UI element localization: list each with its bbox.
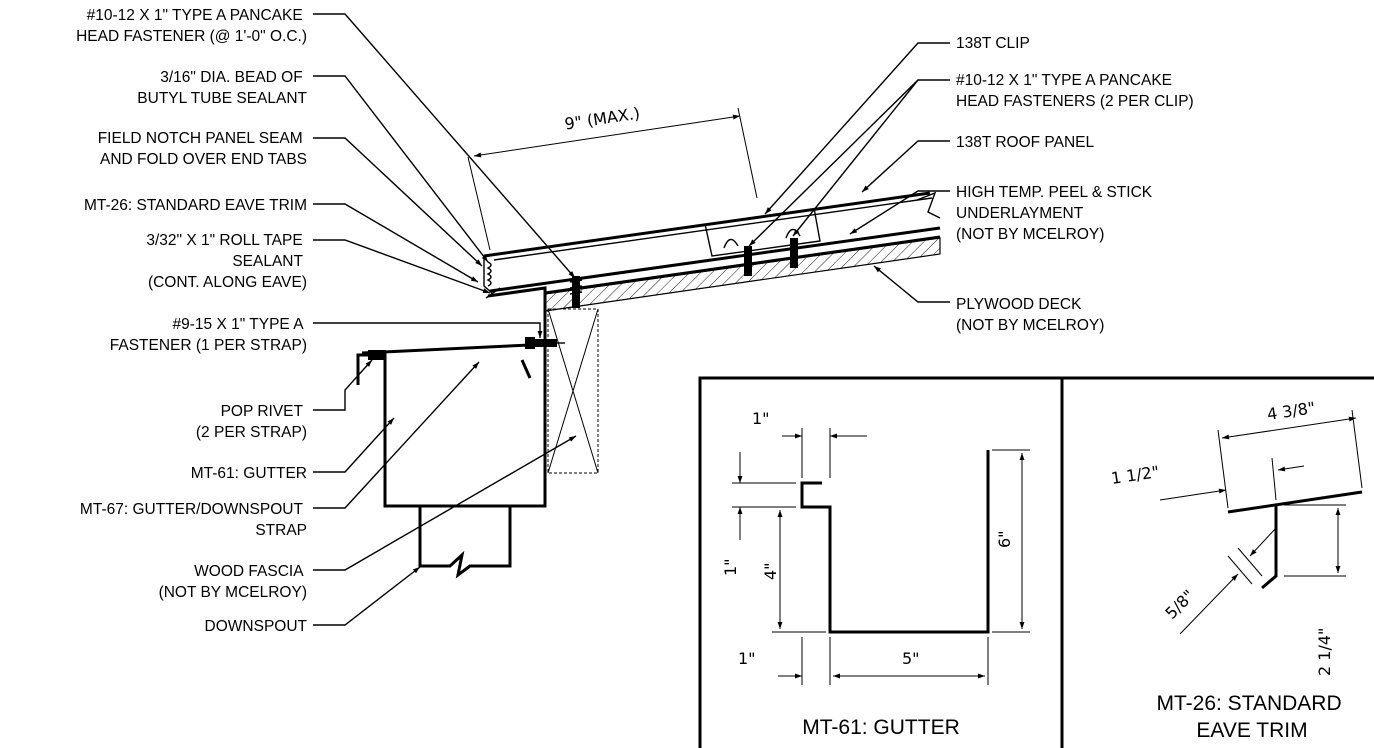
dim-line-top <box>1221 416 1357 440</box>
gutter-detail: 1" 1" 4" 6" 1" 5" MT-61: GUTTER <box>721 409 1030 739</box>
ext <box>1271 457 1277 501</box>
callouts-right: 138T CLIP #10-12 X 1" TYPE A PANCAKE HEA… <box>956 35 1194 334</box>
clip-loop-left <box>723 238 739 249</box>
leader-roll-tape <box>313 239 491 294</box>
fastener-icon <box>569 276 583 308</box>
roof-panel-bottom <box>489 226 941 293</box>
detail-frame <box>698 376 1374 748</box>
ext <box>1351 409 1363 489</box>
callout-gutter: MT-61: GUTTER <box>191 465 307 482</box>
gutter-dim-bottom-left: 1" <box>738 649 756 668</box>
underlayment <box>544 235 941 295</box>
leader-plywood-deck <box>873 265 950 303</box>
clip-loop-right <box>785 228 801 239</box>
callout-field-notch: FIELD NOTCH PANEL SEAM AND FOLD OVER END… <box>98 130 307 168</box>
downspout <box>418 506 512 579</box>
fascia-cross-b <box>547 308 599 474</box>
leader-gutter <box>313 417 395 473</box>
callout-clip-fasteners: #10-12 X 1" TYPE A PANCAKE HEAD FASTENER… <box>956 72 1194 110</box>
leader-clip-fastener-a <box>748 79 950 247</box>
roof-panel-top <box>483 191 931 258</box>
strap-hook <box>520 359 532 379</box>
clip-body <box>704 207 821 257</box>
callout-roll-tape: 3/32" X 1" ROLL TAPE SEALANT (CONT. ALON… <box>146 232 307 291</box>
dim-arrow <box>1277 465 1305 472</box>
gutter-strap <box>361 343 531 355</box>
eave-trim-leg <box>1261 505 1278 590</box>
dim-arrow <box>1179 573 1239 635</box>
leader-butyl-sealant <box>313 75 489 263</box>
ext <box>1237 547 1263 577</box>
strap-fastener-icon <box>525 337 565 349</box>
panel-end-fold <box>483 256 493 294</box>
eave-dim-left: 1 1/2" <box>1110 462 1161 488</box>
leader-downspout <box>313 566 421 626</box>
clip-fastener-icon <box>744 238 798 276</box>
gutter <box>356 353 547 508</box>
gutter-dim-width: 5" <box>902 649 920 668</box>
leader-wood-fascia <box>313 435 577 571</box>
leader-clip <box>764 42 950 215</box>
pop-rivet-icon <box>368 350 386 360</box>
callout-gutter-strap: MT-67: GUTTER/DOWNSPOUT STRAP <box>80 501 307 539</box>
leader-eave-trim <box>313 203 479 283</box>
callout-underlayment: HIGH TEMP. PEEL & STICK UNDERLAYMENT (NO… <box>956 184 1156 243</box>
leader-underlayment <box>849 190 950 235</box>
gutter-dim-lip: 1" <box>721 558 740 576</box>
callout-wood-fascia: WOOD FASCIA (NOT BY MCELROY) <box>159 563 307 601</box>
underlayment-lifted-edge <box>916 191 941 219</box>
roof-panel-rib <box>493 197 933 261</box>
callout-pop-rivet: POP RIVET (2 PER STRAP) <box>196 403 307 441</box>
eave-trim <box>487 286 547 366</box>
eave-trim-detail: 4 3/8" 1 1/2" 5/8" 2 1/4" MT-26: STANDAR… <box>1110 398 1363 742</box>
wood-fascia <box>547 308 599 474</box>
detail-panels <box>698 376 1374 748</box>
dim-line-9in <box>473 114 741 158</box>
ext <box>1217 429 1229 509</box>
dim-ext-left <box>467 156 491 251</box>
callout-clip: 138T CLIP <box>956 35 1030 52</box>
ext <box>1227 555 1253 585</box>
dim-9in-max: 9" (MAX.) <box>563 104 641 134</box>
leader-fastener-pancake-head <box>313 13 576 279</box>
roll-tape <box>485 287 501 299</box>
leader-field-notch <box>313 137 483 267</box>
callout-eave-trim: MT-26: STANDARD EAVE TRIM <box>84 197 307 214</box>
callout-fastener-pancake-head: #10-12 X 1" TYPE A PANCAKE HEAD FASTENER… <box>76 7 307 45</box>
callout-downspout: DOWNSPOUT <box>205 618 308 635</box>
eave-trim-top-flange <box>1227 490 1363 514</box>
callouts-left: #10-12 X 1" TYPE A PANCAKE HEAD FASTENER… <box>76 7 307 635</box>
butyl-sealant-bead <box>486 261 492 287</box>
gutter-profile <box>800 450 990 634</box>
dim-arrow <box>1159 488 1227 501</box>
leader-gutter-strap <box>313 361 480 509</box>
callout-roof-panel: 138T ROOF PANEL <box>956 134 1094 151</box>
gutter-dim-top: 1" <box>752 409 770 428</box>
dim-ext-right <box>737 107 758 199</box>
callout-plywood-deck: PLYWOOD DECK (NOT BY MCELROY) <box>956 296 1104 334</box>
gutter-detail-title: MT-61: GUTTER <box>802 716 960 739</box>
gutter-dim-side: 4" <box>761 562 780 580</box>
eave-dim-diag: 5/8" <box>1161 586 1198 623</box>
gutter-dim-height: 6" <box>995 530 1014 548</box>
main-section: 9" (MAX.) <box>356 104 941 579</box>
leader-roof-panel <box>861 140 950 193</box>
callout-strap-fastener: #9-15 X 1" TYPE A FASTENER (1 PER STRAP) <box>110 316 307 354</box>
leader-strap-fastener <box>313 322 543 338</box>
leader-pop-rivet <box>313 359 373 411</box>
eave-dim-top: 4 3/8" <box>1266 398 1317 424</box>
eave-dim-height: 2 1/4" <box>1315 628 1334 676</box>
callout-butyl-sealant: 3/16" DIA. BEAD OF BUTYL TUBE SEALANT <box>137 69 307 107</box>
dim-arrow <box>1249 527 1277 557</box>
eave-detail-title: MT-26: STANDARD EAVE TRIM <box>1157 692 1348 742</box>
